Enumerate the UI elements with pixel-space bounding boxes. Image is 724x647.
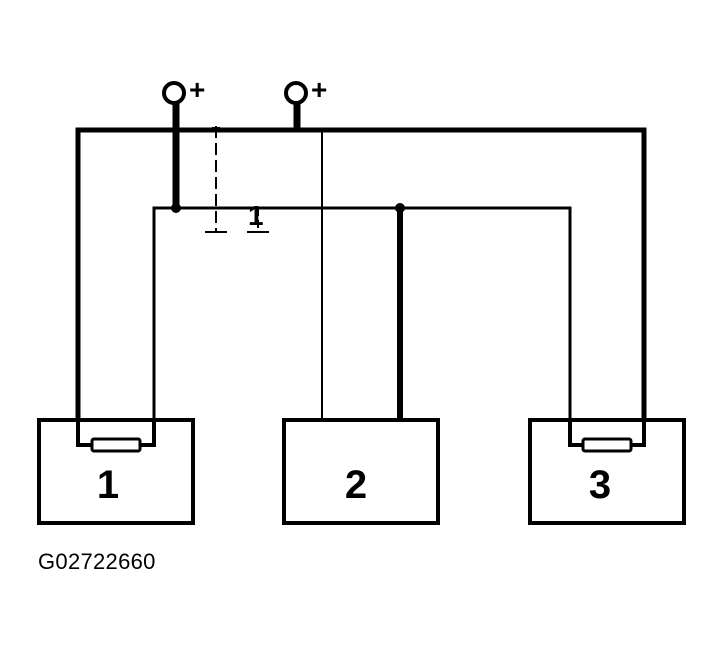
reference-label: 1 <box>248 200 264 231</box>
component-label-1: 1 <box>97 463 119 507</box>
component-box-1 <box>37 418 195 525</box>
terminal-2-plus: + <box>311 74 327 105</box>
box1-heating-element-icon <box>90 437 142 453</box>
box2-junction-dot <box>395 203 405 213</box>
component-box-2 <box>282 418 440 525</box>
component-label-3: 3 <box>589 463 611 507</box>
outer-supply-wire <box>75 127 647 445</box>
terminal-1-plus: + <box>189 74 205 105</box>
component-box-3 <box>528 418 686 525</box>
box3-heating-element-icon <box>581 437 633 453</box>
terminal-1-junction-dot <box>171 203 181 213</box>
figure-id: G02722660 <box>38 549 156 574</box>
component-label-2: 2 <box>345 463 367 507</box>
terminal-2-ring-icon <box>284 81 308 105</box>
terminal-1-ring-icon <box>162 81 186 105</box>
inner-wire <box>152 206 572 445</box>
